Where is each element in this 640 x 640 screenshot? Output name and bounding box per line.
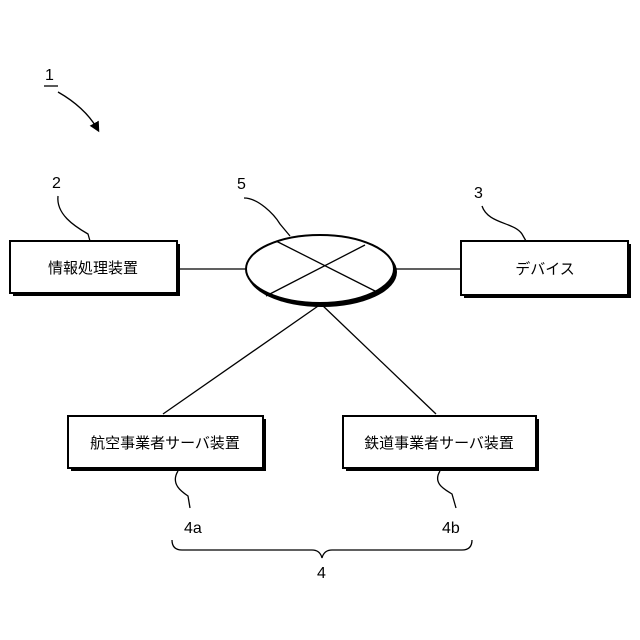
ref-label-main: 1 [45,67,54,84]
ref-device-leader [482,206,526,241]
ref-airline-leader [175,471,190,508]
network-node [246,235,397,307]
ref-main-arrow [58,92,98,130]
info-processing-box: 情報処理装置 [10,241,180,296]
rail-server-box: 鉄道事業者サーバ装置 [343,416,539,471]
airline-server-label: 航空事業者サーバ装置 [90,434,240,452]
device-box: デバイス [461,241,631,298]
ref-info-leader [58,196,90,241]
ref-label-device: 3 [474,185,483,202]
ref-rail-leader [438,471,456,508]
airline-server-box: 航空事業者サーバ装置 [68,416,266,471]
ref-label-info: 2 [52,175,61,192]
ref-label-rail: 4b [442,520,460,537]
ref-label-airline: 4a [184,520,202,537]
device-label: デバイス [515,260,575,278]
link-network-airline [163,304,321,414]
ref-label-servers: 4 [317,565,326,582]
ref-network-leader [244,198,290,236]
ref-label-network: 5 [237,176,246,193]
servers-group-brace [172,540,472,558]
info-processing-label: 情報処理装置 [48,259,138,277]
link-network-rail [321,304,436,414]
rail-server-label: 鉄道事業者サーバ装置 [364,434,514,452]
